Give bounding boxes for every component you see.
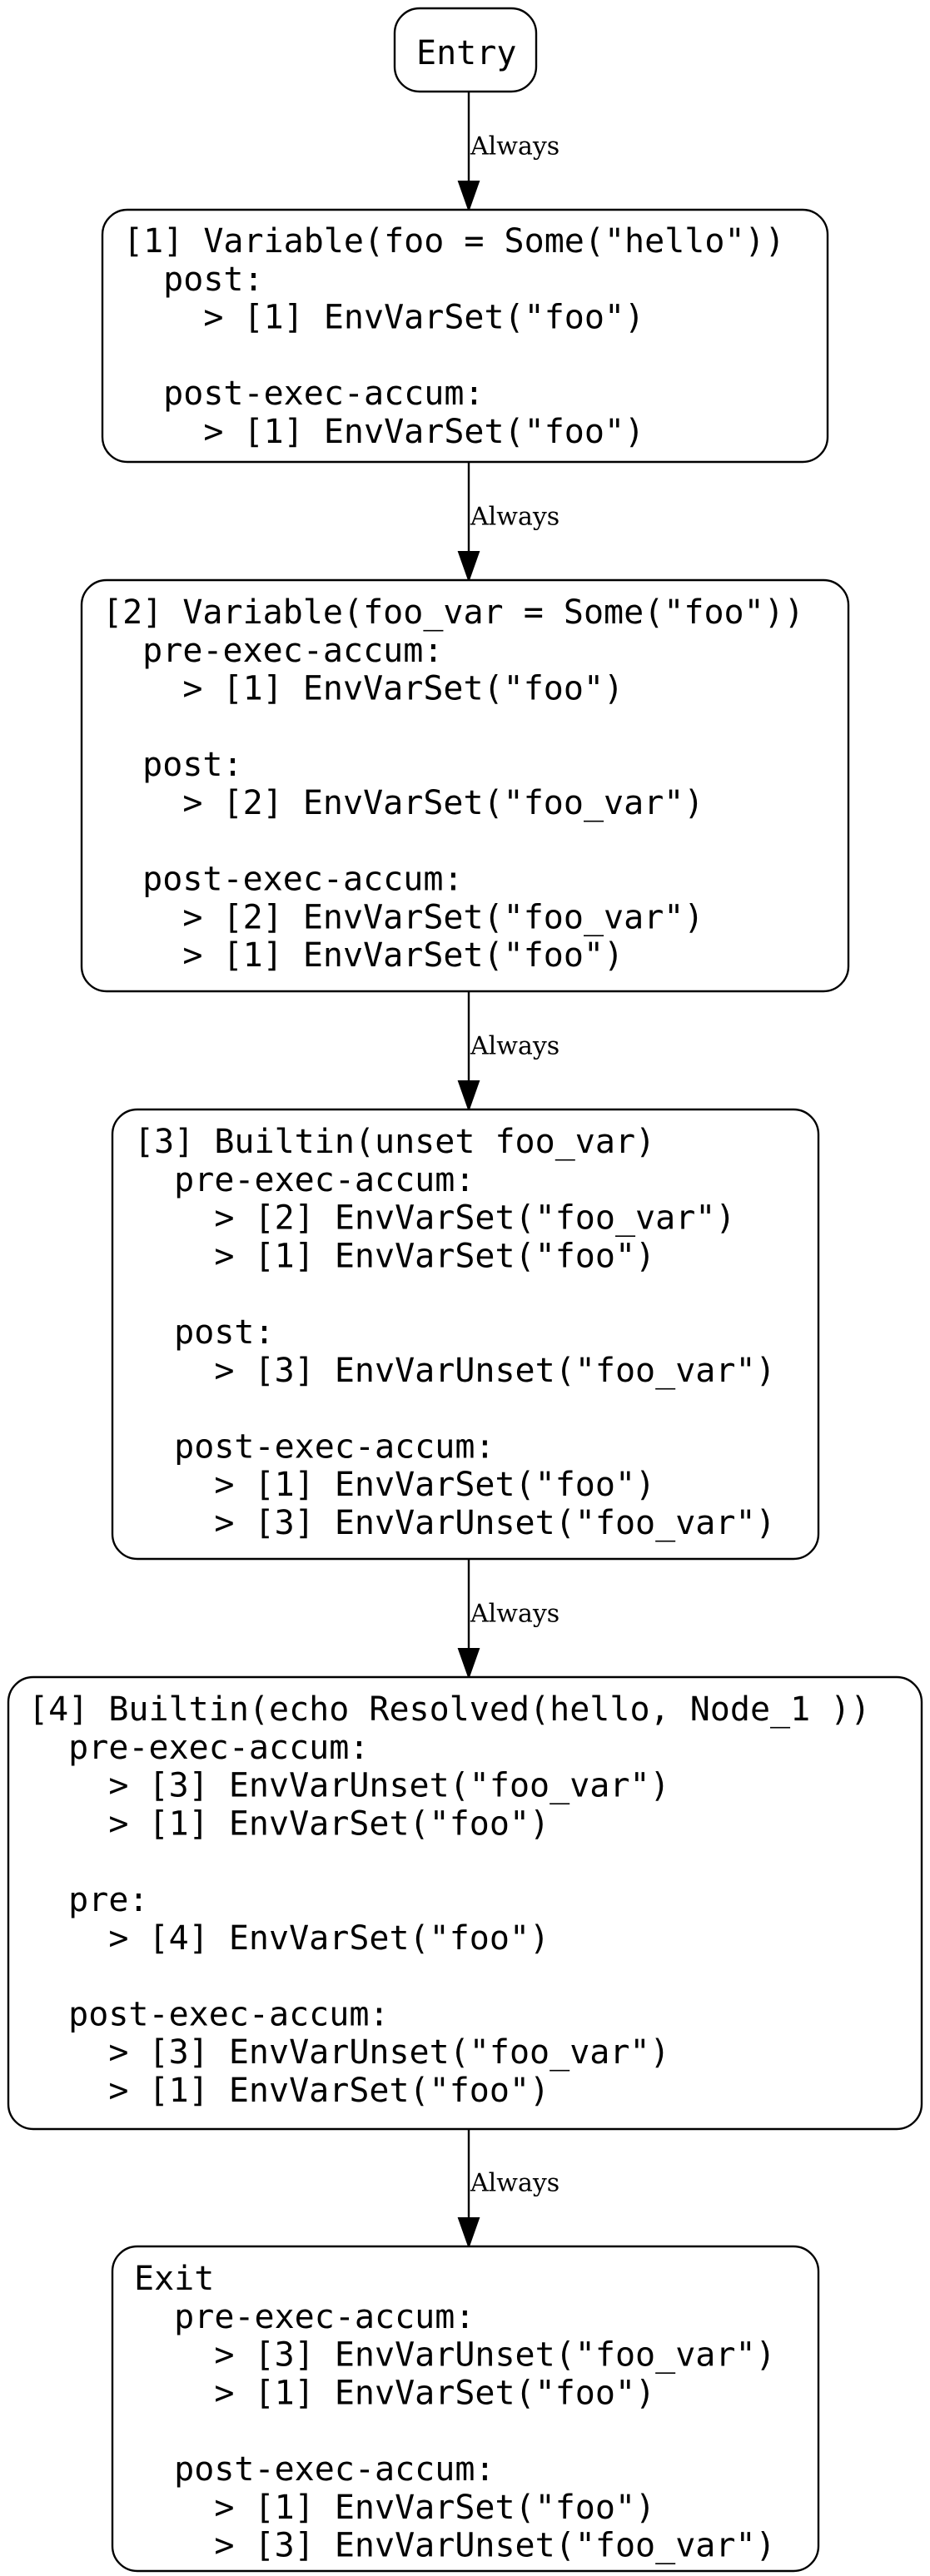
- node-title: Exit: [134, 2260, 214, 2298]
- node-line: > [1] EnvVarSet("foo"): [123, 299, 644, 337]
- edge-node-2-to-node-3: Always: [457, 991, 559, 1113]
- node-box: [80, 578, 850, 993]
- arrowhead: [457, 1080, 480, 1113]
- node-node-2: [2] Variable(foo_var = Some("foo")) pre-…: [80, 578, 850, 993]
- edge-node-1-to-node-2: Always: [457, 462, 559, 583]
- node-line: > [3] EnvVarUnset("foo_var"): [28, 1767, 670, 1805]
- arrowhead: [457, 181, 480, 213]
- node-box: [111, 1108, 820, 1561]
- node-line: > [1] EnvVarSet("foo"): [123, 413, 644, 451]
- node-line: > [1] EnvVarSet("foo"): [134, 2374, 655, 2412]
- node-line: > [1] EnvVarSet("foo"): [102, 670, 624, 708]
- node-line: > [3] EnvVarUnset("foo_var"): [134, 1504, 776, 1542]
- node-line: post:: [123, 261, 264, 299]
- edge-label: Always: [470, 502, 559, 531]
- node-line: post:: [102, 746, 243, 784]
- node-line: post-exec-accum:: [123, 375, 484, 413]
- node-exit: Exit pre-exec-accum: > [3] EnvVarUnset("…: [111, 2245, 820, 2573]
- node-line: > [4] EnvVarSet("foo"): [28, 1919, 550, 1958]
- node-line: > [3] EnvVarUnset("foo_var"): [28, 2033, 670, 2072]
- node-line: pre-exec-accum:: [28, 1729, 369, 1767]
- arrowhead: [457, 551, 480, 583]
- node-line: > [2] EnvVarSet("foo_var"): [102, 784, 704, 822]
- edge-label: Always: [470, 2169, 559, 2198]
- node-line: > [2] EnvVarSet("foo_var"): [134, 1199, 735, 1238]
- node-title: [3] Builtin(unset foo_var): [134, 1123, 655, 1161]
- node-line: pre-exec-accum:: [134, 1161, 475, 1199]
- node-line: > [2] EnvVarSet("foo_var"): [102, 898, 704, 936]
- edge-label: Always: [470, 1031, 559, 1060]
- node-line: post-exec-accum:: [134, 1427, 495, 1466]
- node-box: [7, 1675, 923, 2131]
- node-line: > [1] EnvVarSet("foo"): [134, 1466, 655, 1504]
- node-title: [4] Builtin(echo Resolved(hello, Node_1 …: [28, 1690, 870, 1729]
- node-line: > [3] EnvVarUnset("foo_var"): [134, 2336, 776, 2375]
- edge-label: Always: [470, 1599, 559, 1628]
- node-box: [111, 2245, 820, 2573]
- arrowhead: [457, 1648, 480, 1680]
- node-title: [1] Variable(foo = Some("hello")): [123, 222, 785, 261]
- node-title: Entry: [416, 34, 516, 72]
- node-box: [393, 7, 538, 93]
- node-line: post-exec-accum:: [102, 861, 463, 899]
- node-line: post:: [134, 1313, 275, 1352]
- node-line: pre-exec-accum:: [102, 632, 443, 670]
- node-box: [101, 208, 829, 464]
- node-line: pre:: [28, 1881, 149, 1919]
- edge-node-4-to-exit: Always: [457, 2129, 559, 2250]
- edge-entry-to-node-1: Always: [457, 92, 559, 213]
- node-line: pre-exec-accum:: [134, 2298, 475, 2336]
- node-line: > [3] EnvVarUnset("foo_var"): [134, 2527, 776, 2565]
- node-line: post-exec-accum:: [134, 2450, 495, 2489]
- node-line: > [1] EnvVarSet("foo"): [134, 1237, 655, 1275]
- arrowhead: [457, 2217, 480, 2250]
- node-entry: Entry: [393, 7, 538, 93]
- node-line: > [1] EnvVarSet("foo"): [28, 1804, 550, 1843]
- node-line: > [1] EnvVarSet("foo"): [102, 936, 624, 975]
- edge-label: Always: [470, 132, 559, 161]
- node-line: > [1] EnvVarSet("foo"): [28, 2072, 550, 2110]
- node-line: post-exec-accum:: [28, 1995, 389, 2033]
- edge-node-3-to-node-4: Always: [457, 1559, 559, 1680]
- node-node-1: [1] Variable(foo = Some("hello")) post: …: [101, 208, 829, 464]
- node-line: > [3] EnvVarUnset("foo_var"): [134, 1352, 776, 1390]
- node-line: > [1] EnvVarSet("foo"): [134, 2489, 655, 2527]
- node-node-3: [3] Builtin(unset foo_var) pre-exec-accu…: [111, 1108, 820, 1561]
- node-node-4: [4] Builtin(echo Resolved(hello, Node_1 …: [7, 1675, 923, 2131]
- node-title: [2] Variable(foo_var = Some("foo")): [102, 593, 804, 632]
